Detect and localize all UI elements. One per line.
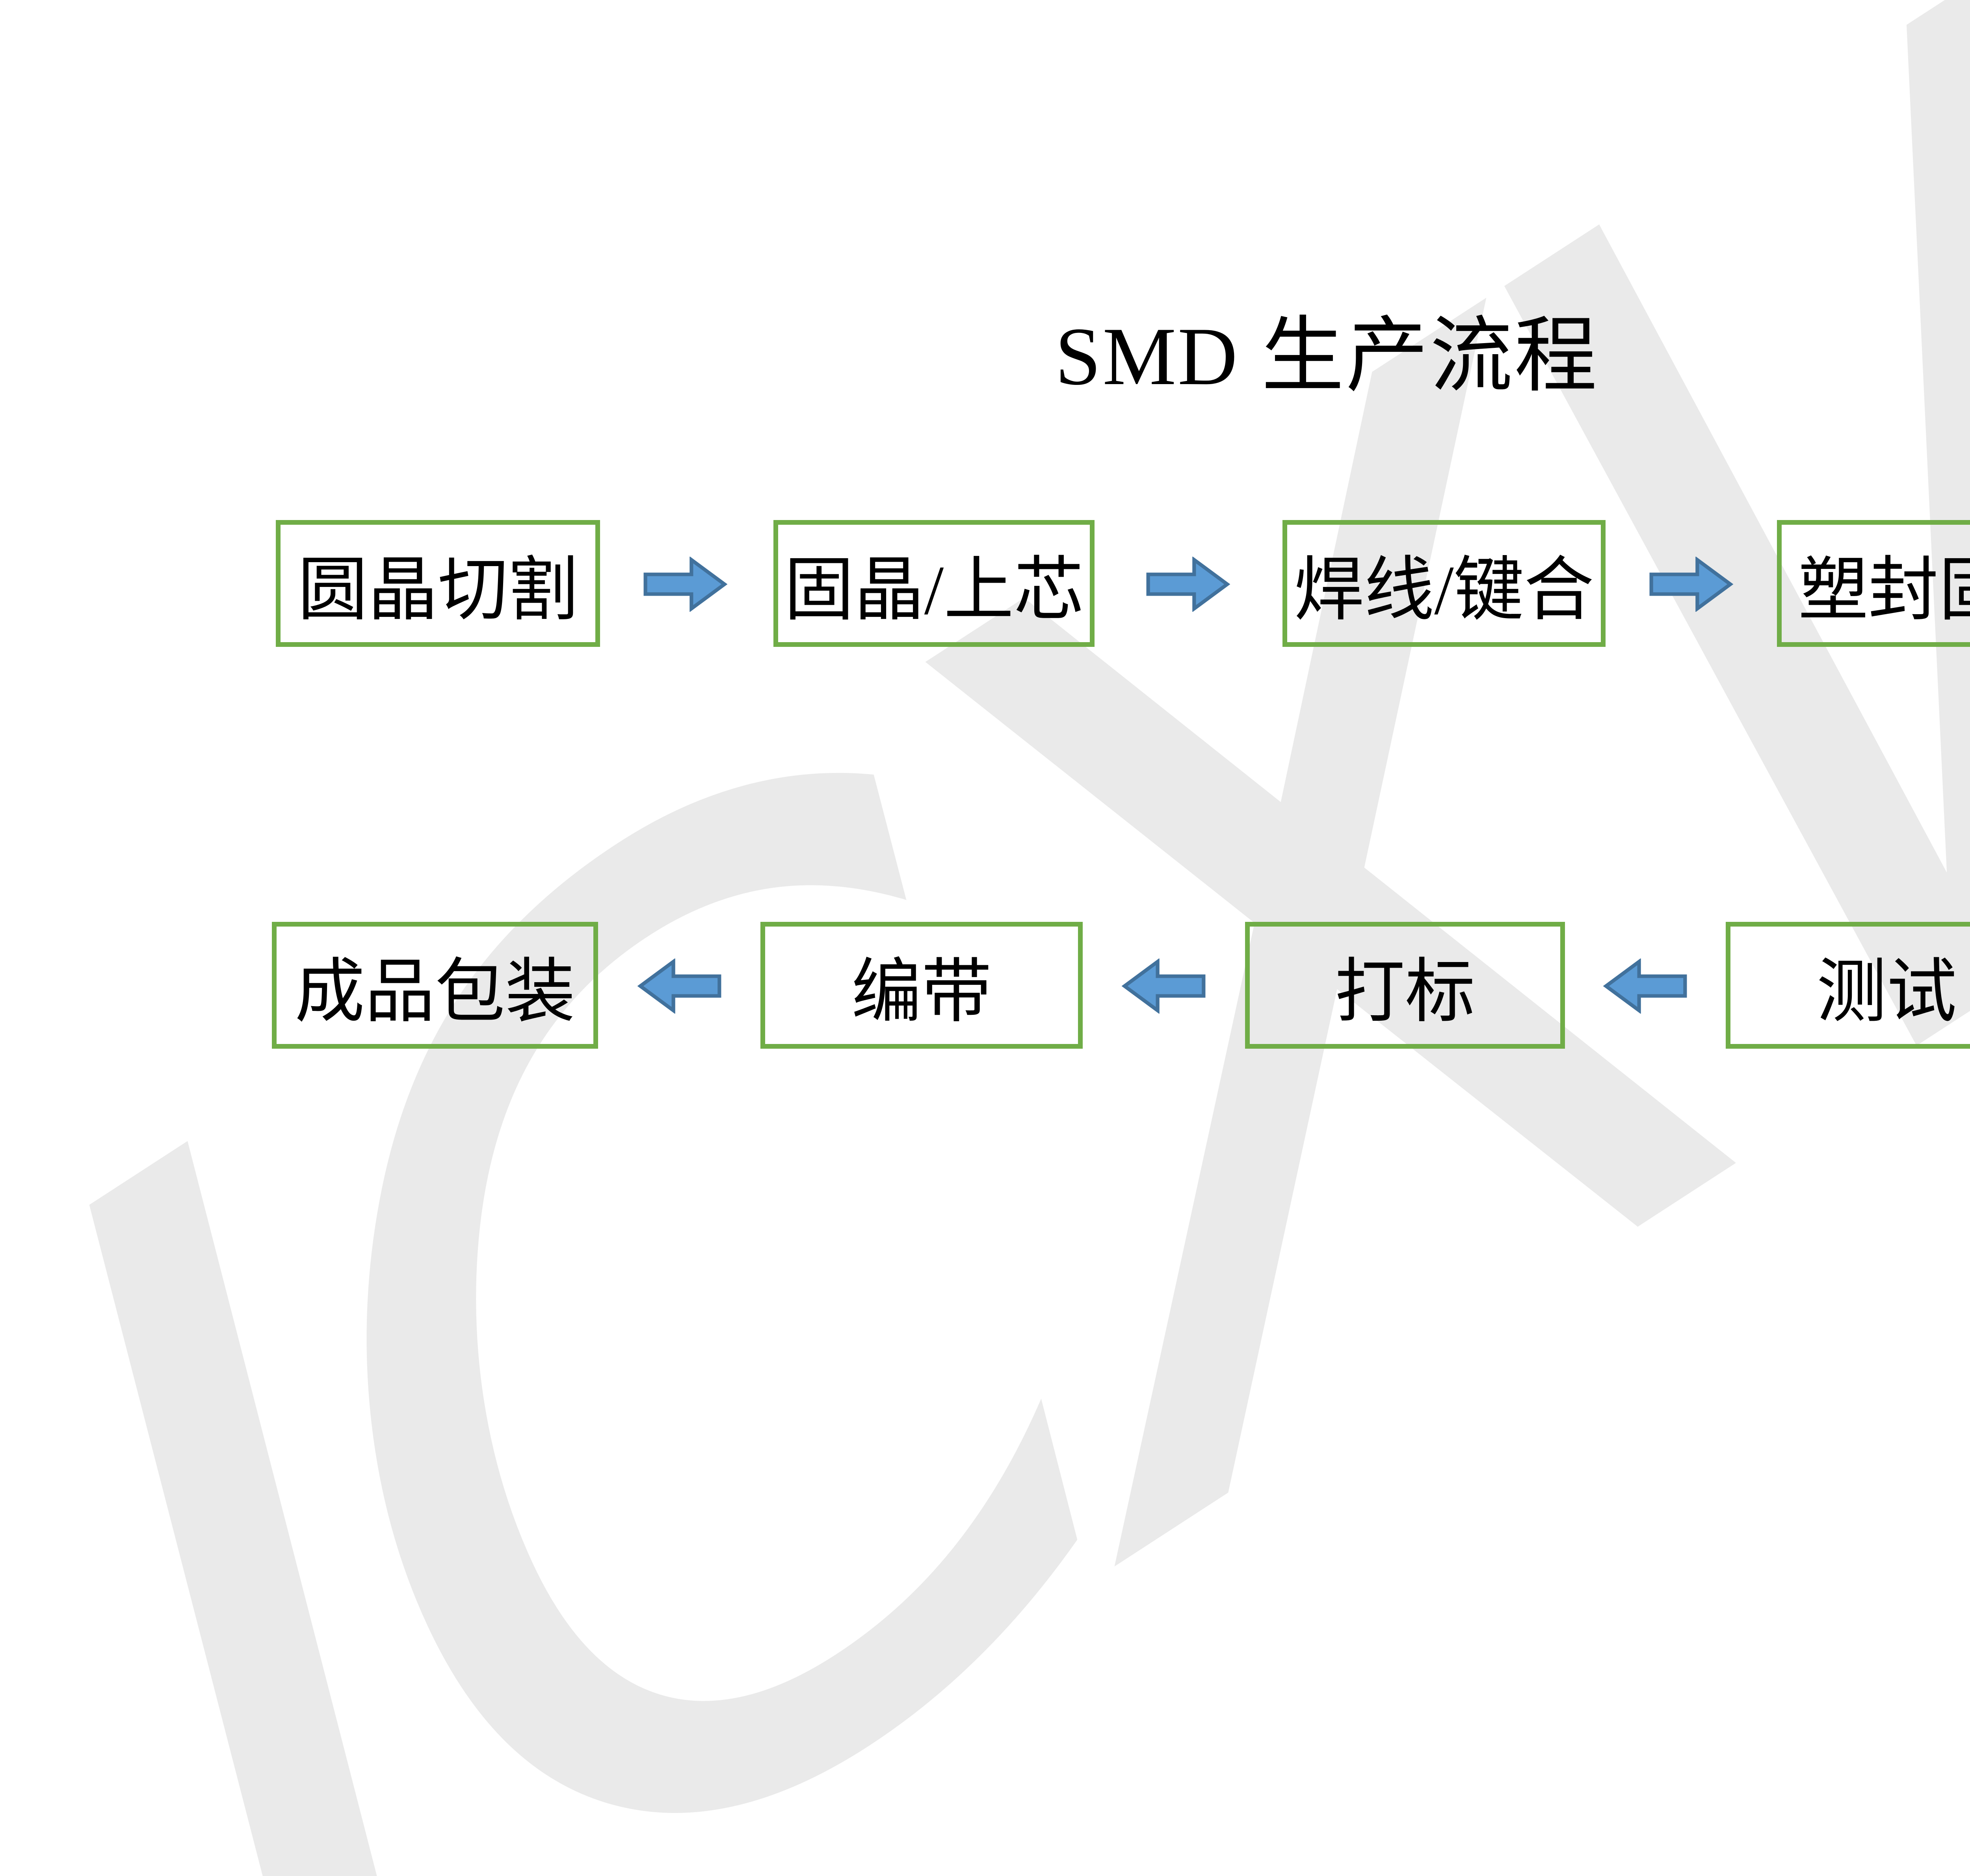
box-marking: 打标 (1245, 922, 1565, 1049)
left-arrow-icon-1 (637, 958, 722, 1014)
right-arrow-icon-3 (1649, 557, 1734, 612)
left-arrow-icon-3 (1603, 958, 1688, 1014)
right-arrow-icon-1 (643, 557, 728, 612)
box-die-bonding: 固晶/上芯 (773, 520, 1095, 647)
box-wafer-cutting: 圆晶切割 (276, 520, 600, 647)
box-testing: 测试 (1726, 922, 1970, 1049)
box-wire-bonding: 焊线/键合 (1282, 520, 1606, 647)
left-arrow-icon-2 (1121, 958, 1206, 1014)
right-arrow-icon-2 (1146, 557, 1230, 612)
box-taping: 编带 (760, 922, 1083, 1049)
box-final-packing: 成品包装 (272, 922, 598, 1049)
diagram-title: SMD 生产流程 (1055, 311, 1599, 402)
box-molding-curing: 塑封固化 (1777, 520, 1970, 647)
